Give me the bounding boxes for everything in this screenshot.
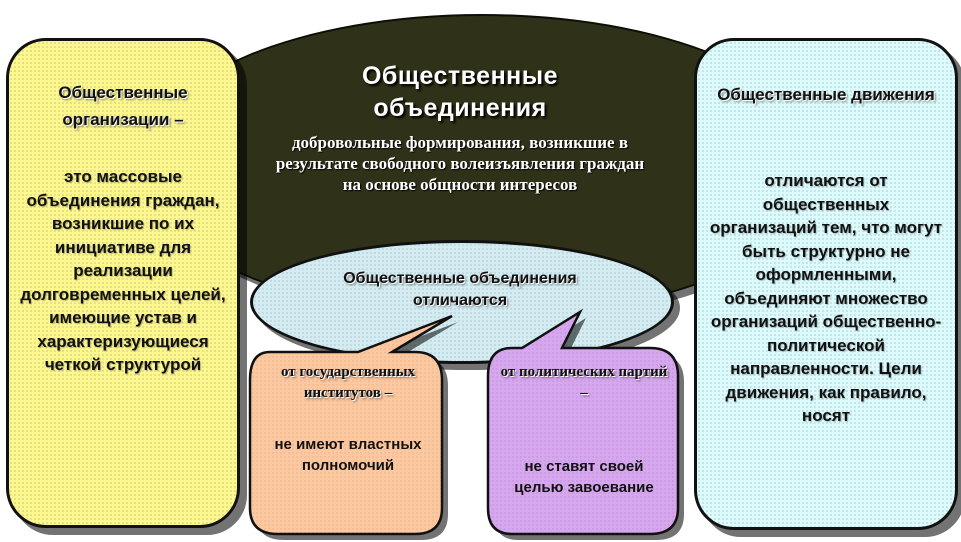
callout-state-institutions xyxy=(248,314,458,540)
public-movements-text: отличаются от общественных организаций т… xyxy=(709,171,943,425)
public-organizations-panel: Общественные организации – это массовые … xyxy=(6,38,240,528)
differences-oval-text: Общественные объединения отличаются xyxy=(343,270,577,309)
public-organizations-text: это массовые объединения граждан, возник… xyxy=(20,167,226,374)
callout-parties-heading: от политических партий – xyxy=(500,364,668,401)
central-definition: добровольные формирования, возникшие в р… xyxy=(275,133,645,194)
callout-state-text: не имеют властных полномочий xyxy=(274,436,422,474)
callout-political-parties xyxy=(486,308,684,540)
callout-state-heading: от государственных институтов – xyxy=(280,364,416,401)
callout-parties-text: не ставят своей целью завоевание xyxy=(514,458,654,496)
public-movements-panel: Общественные движения отличаются от обще… xyxy=(694,38,958,530)
public-organizations-heading: Общественные организации – xyxy=(58,83,188,129)
central-title: Общественные объединения xyxy=(361,62,559,122)
differences-oval xyxy=(250,240,674,364)
public-movements-heading: Общественные движения xyxy=(717,85,935,104)
